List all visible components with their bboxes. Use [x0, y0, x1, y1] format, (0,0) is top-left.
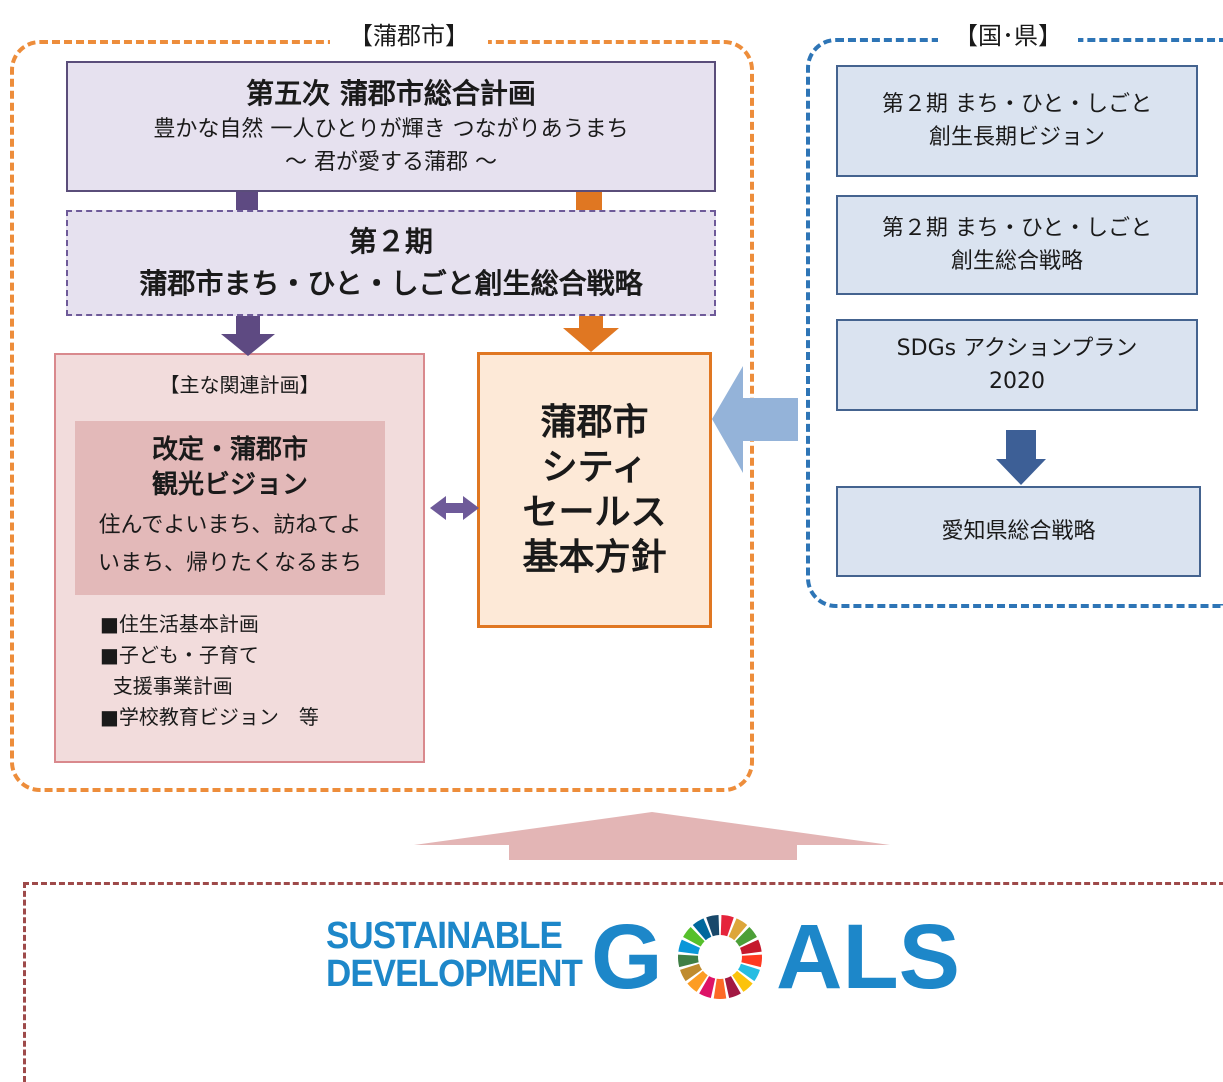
- box-line: 第２期 まち・ひと・しごと: [881, 92, 1153, 117]
- orange-down-arrow: [563, 316, 619, 352]
- tourism-vision-box: 改定・蒲郡市 観光ビジョン 住んでよいまち、訪ねてよ いまち、帰りたくなるまち: [75, 421, 385, 595]
- bidirectional-arrow: [430, 496, 479, 520]
- arrows-layer: [221, 192, 1046, 860]
- sdgs-color-wheel-icon: [678, 915, 762, 999]
- aichi-strategy-box: 愛知県総合戦略: [836, 486, 1201, 577]
- related-plan-item: ■子ども・子育て: [100, 643, 259, 667]
- sdgs-wheel-segment: [699, 976, 716, 998]
- sdgs-wheel-segment: [678, 939, 700, 955]
- sdgs-wheel-segment: [678, 954, 699, 968]
- tourism-vision-title-line1: 改定・蒲郡市: [151, 435, 308, 465]
- box-line: 2020: [989, 369, 1045, 394]
- purple-connector: [236, 192, 258, 210]
- sdgs-action-plan-box: SDGs アクションプラン 2020: [836, 319, 1198, 411]
- city-sales-line: セールス: [522, 492, 667, 533]
- sdgs-logo-word-development: DEVELOPMENT: [326, 953, 583, 995]
- sdgs-wheel-segment: [680, 963, 702, 982]
- sdgs-wheel-segment: [706, 915, 720, 937]
- master-plan-motto: ～ 君が愛する蒲郡 ～: [285, 149, 497, 175]
- sdgs-wheel-segment: [732, 970, 753, 992]
- nation-prefecture-title: 【国･県】: [938, 18, 1078, 54]
- sdgs-wheel-segment: [720, 915, 734, 937]
- sdgs-wheel-segment: [740, 939, 762, 955]
- sdgs-wheel-segment: [713, 978, 727, 999]
- purple-down-arrow: [221, 316, 275, 356]
- sdgs-region: [23, 882, 1223, 1082]
- box-line: 創生長期ビジョン: [928, 125, 1105, 150]
- related-plan-item: ■学校教育ビジョン 等: [100, 705, 319, 729]
- national-strategy-box: 第２期 まち・ひと・しごと 創生総合戦略: [836, 195, 1198, 295]
- tourism-vision-slogan-line2: いまち、帰りたくなるまち: [97, 551, 362, 576]
- city-sales-line: 基本方針: [522, 537, 667, 578]
- city-sales-line: シティ: [541, 447, 648, 488]
- orange-connector: [576, 192, 602, 210]
- sdgs-logo-letter-g: G: [591, 906, 663, 1008]
- strategy-period: 第２期: [348, 225, 433, 258]
- sdgs-wheel-segment: [741, 954, 762, 968]
- master-plan-box: 第五次 蒲郡市総合計画 豊かな自然 一人ひとりが輝き つながりあうまち ～ 君が…: [66, 61, 716, 192]
- sdgs-logo: SUSTAINABLE DEVELOPMENT G ALS: [326, 911, 976, 1003]
- sdgs-wheel-segment: [687, 970, 708, 992]
- city-sales-policy-box: 蒲郡市 シティ セールス 基本方針: [477, 352, 712, 628]
- related-plans-title: 【主な関連計画】: [159, 373, 320, 397]
- related-plan-item: 支援事業計画: [100, 674, 233, 698]
- box-line: 創生総合戦略: [950, 249, 1083, 274]
- blue-left-arrow: [712, 366, 798, 473]
- city-sales-line: 蒲郡市: [540, 402, 649, 443]
- related-plan-item: ■住生活基本計画: [100, 612, 259, 636]
- box-line: 愛知県総合戦略: [941, 519, 1096, 544]
- related-plans-box: 【主な関連計画】 改定・蒲郡市 観光ビジョン 住んでよいまち、訪ねてよ いまち、…: [54, 353, 425, 763]
- related-plan-list: ■住生活基本計画 ■子ども・子育て 支援事業計画 ■学校教育ビジョン 等: [100, 609, 410, 733]
- sdgs-wheel-segment: [735, 926, 757, 947]
- navy-down-arrow: [996, 430, 1046, 485]
- strategy-box: 第２期 蒲郡市まち・ひと・しごと創生総合戦略: [66, 210, 716, 316]
- national-long-term-vision-box: 第２期 まち・ひと・しごと 創生長期ビジョン: [836, 65, 1198, 177]
- sdgs-logo-letters-als: ALS: [776, 906, 960, 1008]
- pink-up-arrow: [414, 812, 890, 860]
- tourism-vision-slogan: 住んでよいまち、訪ねてよ いまち、帰りたくなるまち: [98, 507, 362, 583]
- box-line: SDGs アクションプラン: [896, 336, 1138, 361]
- sdgs-wheel-segment: [692, 918, 712, 941]
- strategy-title: 蒲郡市まち・ひと・しごと創生総合戦略: [139, 267, 643, 300]
- box-line: 第２期 まち・ひと・しごと: [881, 216, 1153, 241]
- master-plan-subtitle: 豊かな自然 一人ひとりが輝き つながりあうまち: [153, 116, 629, 142]
- sdgs-wheel-segment: [683, 926, 705, 947]
- sdgs-wheel-segment: [728, 918, 748, 941]
- sdgs-wheel-segment: [738, 963, 760, 982]
- tourism-vision-slogan-line1: 住んでよいまち、訪ねてよ: [98, 513, 362, 538]
- gamagori-region-title: 【蒲郡市】: [330, 18, 488, 54]
- sdgs-logo-word-sustainable: SUSTAINABLE: [326, 915, 563, 957]
- master-plan-title: 第五次 蒲郡市総合計画: [246, 76, 536, 110]
- sdgs-wheel-segment: [724, 976, 741, 998]
- tourism-vision-title-line2: 観光ビジョン: [151, 470, 308, 500]
